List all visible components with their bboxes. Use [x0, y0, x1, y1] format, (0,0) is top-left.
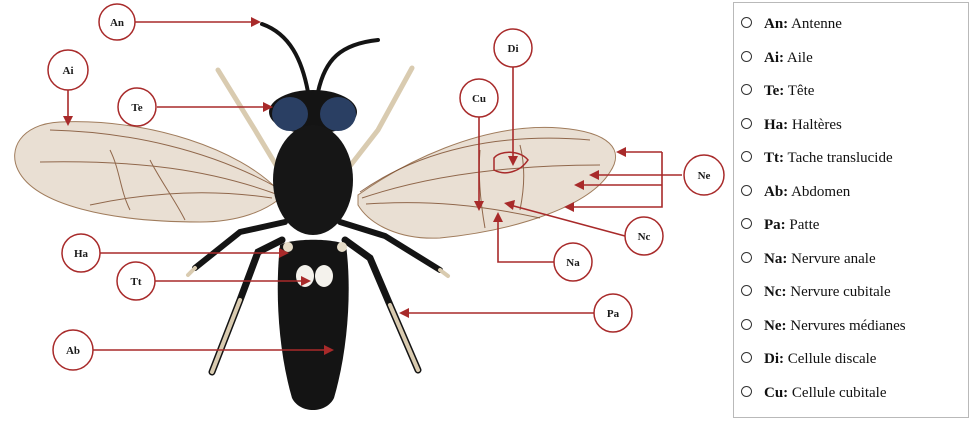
bullet-icon [741, 319, 752, 330]
legend-text: Nervure cubitale [787, 284, 891, 300]
legend-text: Nervures médianes [787, 318, 906, 334]
translucent-spot-right [315, 265, 333, 287]
callout-pa: Pa [594, 294, 632, 332]
legend-text: Tache translucide [784, 150, 893, 166]
callout-pa-label: Pa [607, 308, 620, 320]
insect-figure: An Ai Te Di Cu Ne Ha Tt Nc Na Pa Ab [0, 0, 730, 421]
bullet-icon [741, 285, 752, 296]
legend-text: Haltères [788, 117, 842, 133]
legend-item: Ab: Abdomen [741, 176, 968, 210]
right-eye [320, 97, 356, 131]
legend-abbr: Ne: [764, 318, 787, 334]
bullet-icon [741, 17, 752, 28]
callout-nc: Nc [625, 217, 663, 255]
legend-text: Tête [784, 83, 814, 99]
legend-abbr: Ai: [764, 50, 784, 66]
legend-item: Di: Cellule discale [741, 343, 968, 377]
callout-an: An [99, 4, 135, 40]
legend-item: Ha: Haltères [741, 109, 968, 143]
callout-ne-label: Ne [698, 170, 711, 182]
abdomen [278, 240, 349, 410]
callout-an-label: An [110, 17, 124, 29]
callout-te-label: Te [131, 102, 142, 114]
callout-te: Te [118, 88, 156, 126]
legend-text: Aile [784, 50, 813, 66]
callout-di-label: Di [508, 43, 519, 55]
bullet-icon [741, 252, 752, 263]
legend-abbr: Ab: [764, 184, 788, 200]
legend-text: Abdomen [788, 184, 850, 200]
callout-na-label: Na [566, 257, 580, 269]
legend-item: Te: Tête [741, 75, 968, 109]
legend-item: An: Antenne [741, 8, 968, 42]
bullet-icon [741, 386, 752, 397]
bullet-icon [741, 151, 752, 162]
thorax [273, 125, 353, 235]
legend-item: Cu: Cellule cubitale [741, 377, 968, 411]
bullet-icon [741, 84, 752, 95]
right-wing [358, 127, 616, 238]
bullet-icon [741, 352, 752, 363]
antennae [262, 24, 378, 92]
callout-tt-label: Tt [131, 276, 142, 288]
legend-item: Na: Nervure anale [741, 243, 968, 277]
bullet-icon [741, 118, 752, 129]
callout-ai-label: Ai [63, 65, 74, 77]
legend-abbr: Di: [764, 351, 784, 367]
legend-abbr: Nc: [764, 284, 787, 300]
legend-item: Pa: Patte [741, 209, 968, 243]
legend-text: Cellule discale [784, 351, 876, 367]
legend-abbr: Tt: [764, 150, 784, 166]
legend-item: Ai: Aile [741, 42, 968, 76]
left-eye [272, 97, 308, 131]
bullet-icon [741, 185, 752, 196]
callout-ha: Ha [62, 234, 100, 272]
haltere-right [337, 242, 347, 252]
legend-item: Ne: Nervures médianes [741, 310, 968, 344]
legend-abbr: Na: [764, 251, 787, 267]
callout-tt: Tt [117, 262, 155, 300]
callout-ai: Ai [48, 50, 88, 90]
callout-nc-label: Nc [638, 231, 651, 243]
callout-di: Di [494, 29, 532, 67]
callout-na: Na [554, 243, 592, 281]
legend-item: Tt: Tache translucide [741, 142, 968, 176]
haltere-left [283, 242, 293, 252]
bullet-icon [741, 218, 752, 229]
callout-ha-label: Ha [74, 248, 89, 260]
legend-abbr: Ha: [764, 117, 788, 133]
legend-abbr: Pa: [764, 217, 786, 233]
callout-ab: Ab [53, 330, 93, 370]
left-wing [15, 122, 278, 222]
legend-abbr: Cu: [764, 385, 788, 401]
legend-abbr: Te: [764, 83, 784, 99]
callout-ab-label: Ab [66, 345, 80, 357]
legend-text: Patte [786, 217, 820, 233]
legend-abbr: An: [764, 16, 788, 32]
callout-cu-label: Cu [472, 93, 486, 105]
bullet-icon [741, 51, 752, 62]
legend-text: Antenne [788, 16, 842, 32]
callout-cu: Cu [460, 79, 498, 117]
legend-text: Nervure anale [787, 251, 875, 267]
legend-text: Cellule cubitale [788, 385, 886, 401]
legend-item: Nc: Nervure cubitale [741, 276, 968, 310]
callout-ne: Ne [684, 155, 724, 195]
